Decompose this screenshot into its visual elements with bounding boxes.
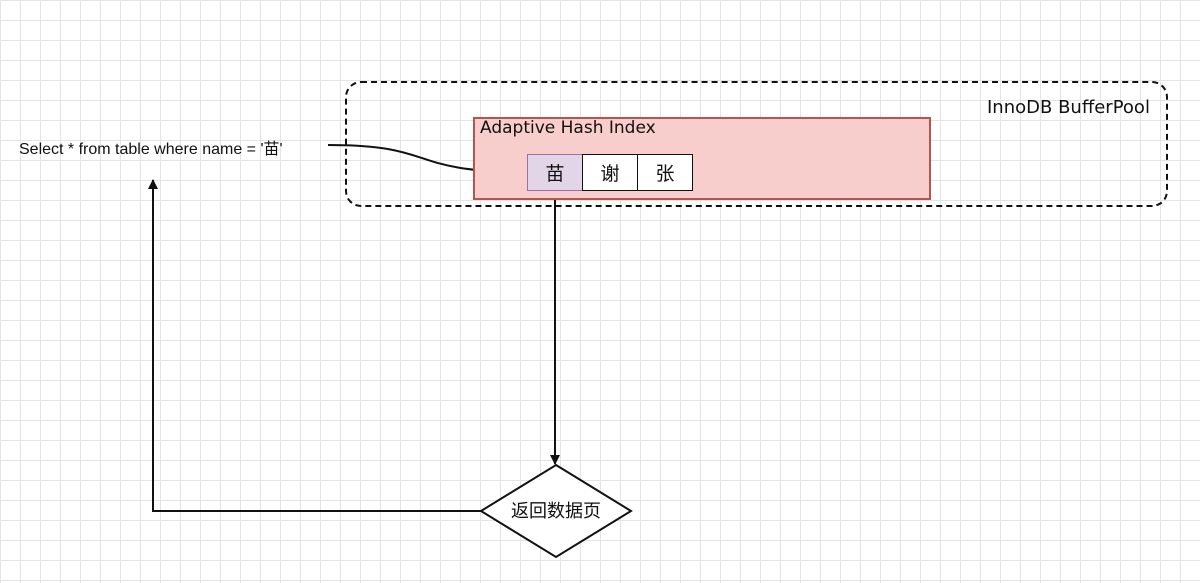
sql-query-text: Select * from table where name = '苗' xyxy=(19,141,283,158)
adaptive-hash-index-label: Adaptive Hash Index xyxy=(480,118,656,138)
hash-cell-xie[interactable]: 谢 xyxy=(582,154,638,191)
buffer-pool-container xyxy=(345,81,1168,207)
buffer-pool-label: InnoDB BufferPool xyxy=(987,97,1150,118)
decision-label: 返回数据页 xyxy=(511,501,601,522)
decision-diamond xyxy=(479,463,633,559)
hash-cell-miao[interactable]: 苗 xyxy=(527,154,583,191)
decision-to-query-arrow xyxy=(148,179,481,512)
hash-cell-zhang[interactable]: 张 xyxy=(637,154,693,191)
